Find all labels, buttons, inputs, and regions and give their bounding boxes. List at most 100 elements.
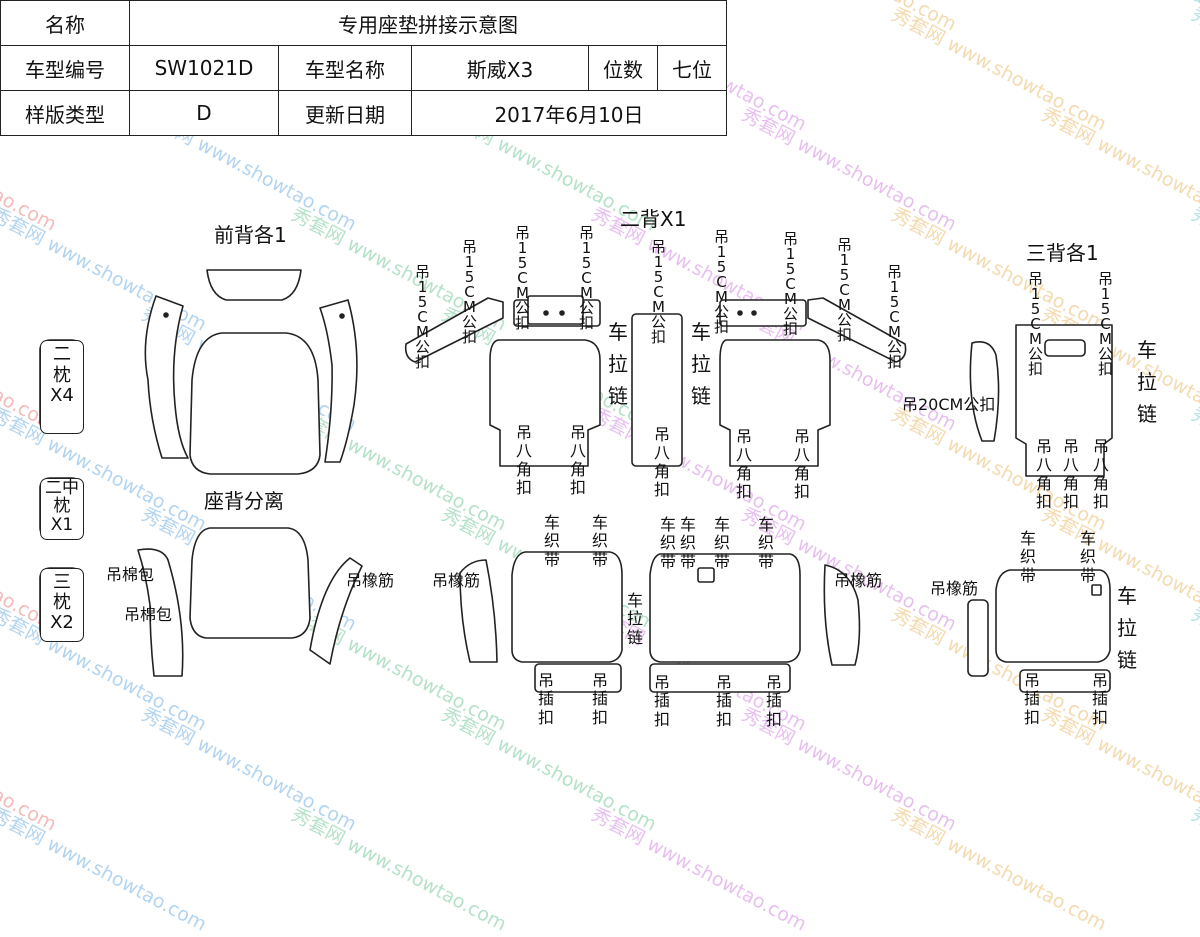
- rubber-band-2: 吊橡筋: [432, 571, 481, 590]
- sample-type-label: 样版类型: [0, 90, 130, 136]
- model-no-label: 车型编号: [0, 45, 130, 91]
- webbing-8: 车织带: [1079, 529, 1096, 585]
- second-left-wing: [404, 297, 504, 363]
- hook-15cm-5: 吊15CM公扣: [650, 238, 666, 346]
- zipper-second-left: 车拉链: [608, 320, 628, 408]
- hook-15cm-7: 吊15CM公扣: [782, 230, 798, 338]
- webbing-2: 车织带: [591, 513, 608, 569]
- third-back-panel: [1015, 324, 1113, 477]
- insert-buckle-7: 吊插扣: [1091, 671, 1108, 727]
- second-left-panel: [489, 339, 601, 467]
- hook-eight-4: 吊八角扣: [735, 427, 752, 502]
- insert-buckle-6: 吊插扣: [1023, 671, 1040, 727]
- second-seat-left-side: [459, 559, 498, 663]
- third-seat-tab: [1019, 669, 1111, 693]
- watermark-text: 秀套网 www.showtao.com: [1187, 803, 1200, 936]
- rubber-band-4: 吊橡筋: [930, 579, 979, 598]
- second-seat-left-tab: [534, 663, 622, 693]
- hook-eight-3: 吊八角扣: [653, 425, 670, 500]
- separate-back-panel: [189, 527, 311, 639]
- third-seat-notch: [1091, 584, 1102, 596]
- hook-15cm-4: 吊15CM公扣: [578, 224, 594, 332]
- name-value: 专用座垫拼接示意图: [129, 0, 727, 46]
- webbing-6: 车织带: [757, 515, 774, 571]
- hook-eight-8: 吊八角扣: [1092, 437, 1109, 512]
- cotton-bag-2: 吊棉包: [124, 605, 173, 624]
- second-seat-middle-tab: [649, 663, 791, 693]
- headrest-second-middle-name: 二中枕: [45, 478, 79, 516]
- second-seat-right-side: [823, 564, 861, 666]
- zipper-second-seat: 车拉链: [626, 591, 643, 647]
- hook-15cm-1: 吊15CM公扣: [414, 263, 430, 371]
- cotton-bag-1: 吊棉包: [106, 565, 155, 584]
- third-seat-left-side: [967, 599, 989, 677]
- hook-15cm-6: 吊15CM公扣: [713, 228, 729, 336]
- hook-eight-5: 吊八角扣: [793, 427, 810, 502]
- rubber-band-1: 吊橡筋: [346, 571, 395, 590]
- model-name-value: 斯威X3: [411, 45, 589, 91]
- seats-label: 位数: [588, 45, 658, 91]
- hook-eight-2: 吊八角扣: [569, 423, 586, 498]
- headrest-second: 二枕 X4: [40, 340, 84, 434]
- watermark-text: 秀套网 www.showtao.com: [0, 803, 211, 936]
- third-back-left-side: [969, 341, 1000, 442]
- webbing-1: 车织带: [543, 513, 560, 569]
- update-label: 更新日期: [278, 90, 412, 136]
- hook-15cm-9: 吊15CM公扣: [886, 263, 902, 371]
- second-center-strip: [631, 313, 683, 467]
- webbing-7: 车织带: [1019, 529, 1036, 585]
- name-label: 名称: [0, 0, 130, 46]
- title-front-back: 前背各1: [214, 223, 287, 247]
- headrest-third-count: X2: [50, 611, 74, 633]
- headrest-third: 三枕 X2: [40, 568, 84, 642]
- seats-value: 七位: [657, 45, 727, 91]
- headrest-second-middle-count: X1: [50, 514, 74, 535]
- hook-15cm-8: 吊15CM公扣: [836, 236, 852, 344]
- hook-eight-6: 吊八角扣: [1035, 437, 1052, 512]
- update-value: 2017年6月10日: [411, 90, 727, 136]
- webbing-3: 车织带: [659, 515, 676, 571]
- second-seat-middle: [649, 553, 801, 663]
- hook-15cm-11: 吊15CM公扣: [1097, 270, 1113, 378]
- insert-buckle-4: 吊插扣: [715, 673, 732, 729]
- zipper-third-back: 车拉链: [1137, 338, 1157, 426]
- second-right-wing: [807, 297, 907, 363]
- insert-buckle-3: 吊插扣: [653, 673, 670, 729]
- watermark-text: 秀套网 www.showtao.com: [287, 803, 511, 936]
- insert-buckle-5: 吊插扣: [765, 673, 782, 729]
- front-back-panel: [189, 332, 321, 475]
- title-third-back: 三背各1: [1026, 241, 1099, 265]
- watermark-text: 秀套网 www.showtao.com: [587, 803, 811, 936]
- hook-eight-7: 吊八角扣: [1062, 437, 1079, 512]
- webbing-4: 车织带: [679, 515, 696, 571]
- front-right-side: [319, 299, 358, 463]
- title-seat-back-separate: 座背分离: [204, 489, 284, 513]
- front-headpiece: [206, 269, 302, 301]
- headrest-second-count: X4: [50, 385, 74, 407]
- model-name-label: 车型名称: [278, 45, 412, 91]
- hook-eight-1: 吊八角扣: [515, 423, 532, 498]
- second-left-flap: [527, 295, 584, 325]
- title-second-back: 二背X1: [620, 207, 687, 231]
- front-left-side: [144, 295, 189, 459]
- rubber-band-3: 吊橡筋: [834, 571, 883, 590]
- insert-buckle-2: 吊插扣: [591, 671, 608, 727]
- second-right-top: [719, 299, 807, 327]
- separate-right-side: [309, 557, 363, 665]
- separate-left-side: [137, 548, 184, 677]
- insert-buckle-1: 吊插扣: [537, 671, 554, 727]
- headrest-third-name: 三枕: [53, 572, 71, 613]
- second-seat-middle-notch: [697, 567, 715, 583]
- hook-15cm-3: 吊15CM公扣: [514, 224, 530, 332]
- hook-15cm-10: 吊15CM公扣: [1027, 270, 1043, 378]
- sample-type-value: D: [129, 90, 279, 136]
- zipper-third-seat: 车拉链: [1117, 584, 1137, 672]
- zipper-second-right: 车拉链: [691, 320, 711, 408]
- model-no-value: SW1021D: [129, 45, 279, 91]
- hook-20cm: 吊20CM公扣: [902, 395, 996, 414]
- webbing-5: 车织带: [713, 515, 730, 571]
- second-right-panel: [719, 339, 831, 467]
- watermark-text: 秀套网 www.showtao.com: [887, 803, 1111, 936]
- headrest-second-middle: 二中枕 X1: [40, 478, 84, 540]
- info-table: 名称 专用座垫拼接示意图 车型编号 SW1021D 车型名称 斯威X3 位数 七…: [0, 0, 727, 136]
